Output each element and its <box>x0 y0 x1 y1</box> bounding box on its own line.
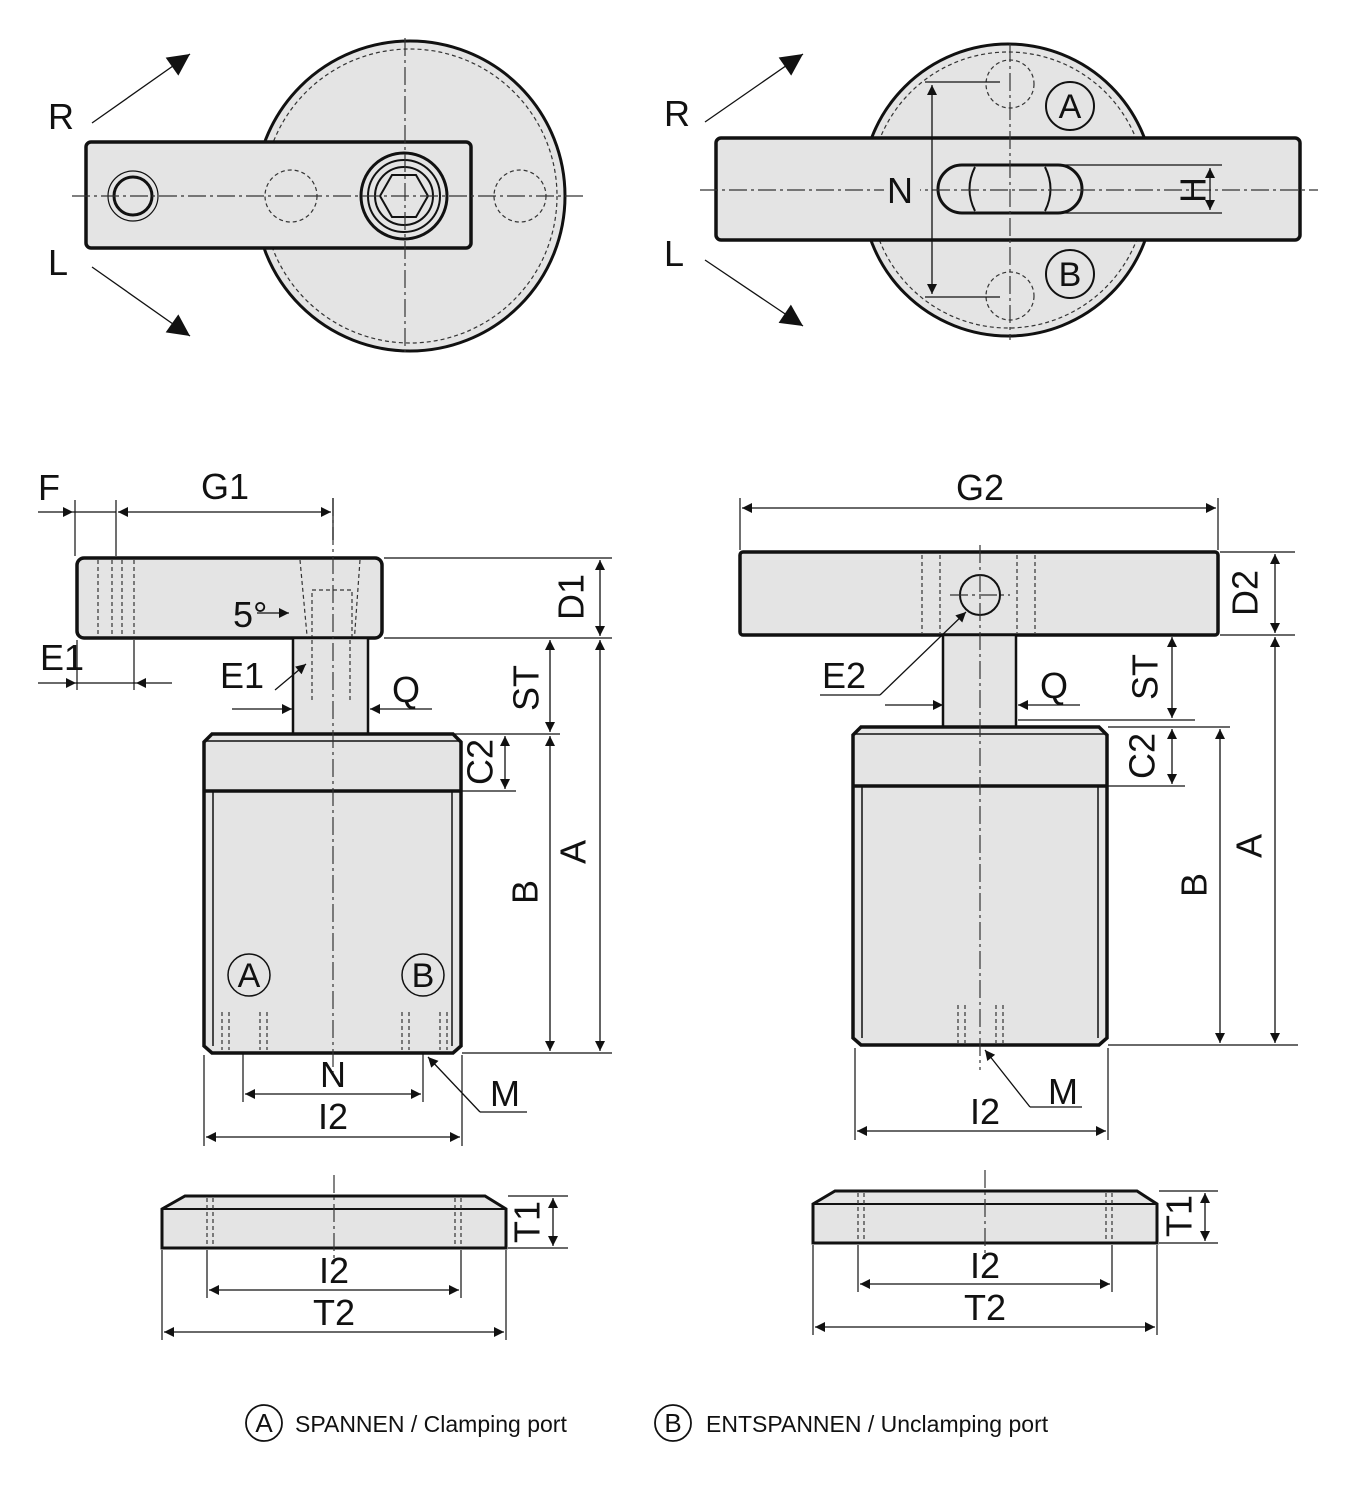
dim-Q-label: Q <box>1040 665 1068 706</box>
clamp-arm-side <box>75 556 384 640</box>
dim-E2-label: E2 <box>822 655 866 696</box>
dim-Q-label: Q <box>392 669 420 710</box>
dim-ST-label: ST <box>1125 654 1166 700</box>
dim-M-label: M <box>490 1073 520 1114</box>
dim-D1-label: D1 <box>551 574 592 620</box>
bottom-left-plate-view: T1 I2 T2 <box>160 1175 568 1340</box>
dim-B-label: B <box>1174 873 1215 897</box>
dim-H-label: H <box>1173 177 1214 203</box>
legend-b-text: ENTSPANNEN / Unclamping port <box>706 1411 1049 1437</box>
rotation-left-label: L <box>664 233 684 274</box>
dim-G2-label: G2 <box>956 467 1004 508</box>
dim-M-label: M <box>1048 1071 1078 1112</box>
dim-A-label: A <box>1229 834 1270 858</box>
left-side-view: A B F G1 E1 5° E1 Q D1 ST <box>38 466 612 1146</box>
dim-G1-label: G1 <box>201 466 249 507</box>
dim-I2-label: I2 <box>970 1245 1000 1286</box>
top-left-view: R L <box>48 38 585 353</box>
dim-E1-top-label: E1 <box>40 637 84 678</box>
clamp-arm <box>714 136 1302 242</box>
dim-C2-label: C2 <box>1122 733 1163 779</box>
legend-a-symbol: A <box>255 1408 273 1438</box>
clamp-arm-side <box>738 550 1220 637</box>
dim-F-label: F <box>38 467 60 508</box>
dim-C2-label: C2 <box>460 739 501 785</box>
dim-T1-label: T1 <box>507 1201 548 1243</box>
dim-T2-label: T2 <box>313 1292 355 1333</box>
rotation-right-label: R <box>664 93 690 134</box>
port-b-marker: B <box>1059 256 1082 294</box>
right-side-view: G2 E2 Q D2 ST C2 B A I2 M <box>738 467 1298 1140</box>
rotation-left-label: L <box>48 242 68 283</box>
rotation-right-label: R <box>48 96 74 137</box>
dim-N-top: N <box>887 170 913 211</box>
dim-N-label: N <box>320 1054 346 1095</box>
dim-I2-label: I2 <box>318 1096 348 1137</box>
legend-b-symbol: B <box>664 1408 681 1438</box>
piston-rod <box>291 636 370 736</box>
port-b-marker: B <box>412 957 435 995</box>
dim-I2-label: I2 <box>970 1091 1000 1132</box>
legend: A SPANNEN / Clamping port B ENTSPANNEN /… <box>245 1404 1049 1442</box>
port-a-marker: A <box>1059 88 1082 126</box>
angle-label: 5° <box>233 594 267 635</box>
dim-B-label: B <box>505 880 546 904</box>
dim-T2-label: T2 <box>964 1287 1006 1328</box>
dim-I2-label: I2 <box>319 1250 349 1291</box>
cylinder-body <box>202 732 463 1055</box>
dim-E1-label: E1 <box>220 655 264 696</box>
bottom-right-plate-view: T1 I2 T2 <box>811 1170 1218 1335</box>
dim-A-label: A <box>553 840 594 864</box>
top-right-view: N H A B R L <box>664 42 1318 340</box>
dim-D2-label: D2 <box>1225 570 1266 616</box>
port-a-marker: A <box>238 957 261 995</box>
clamp-arm <box>84 140 473 250</box>
dim-ST-label: ST <box>506 665 547 711</box>
dim-T1-label: T1 <box>1159 1195 1200 1237</box>
legend-a-text: SPANNEN / Clamping port <box>295 1411 567 1437</box>
arm-slot <box>936 163 1084 215</box>
